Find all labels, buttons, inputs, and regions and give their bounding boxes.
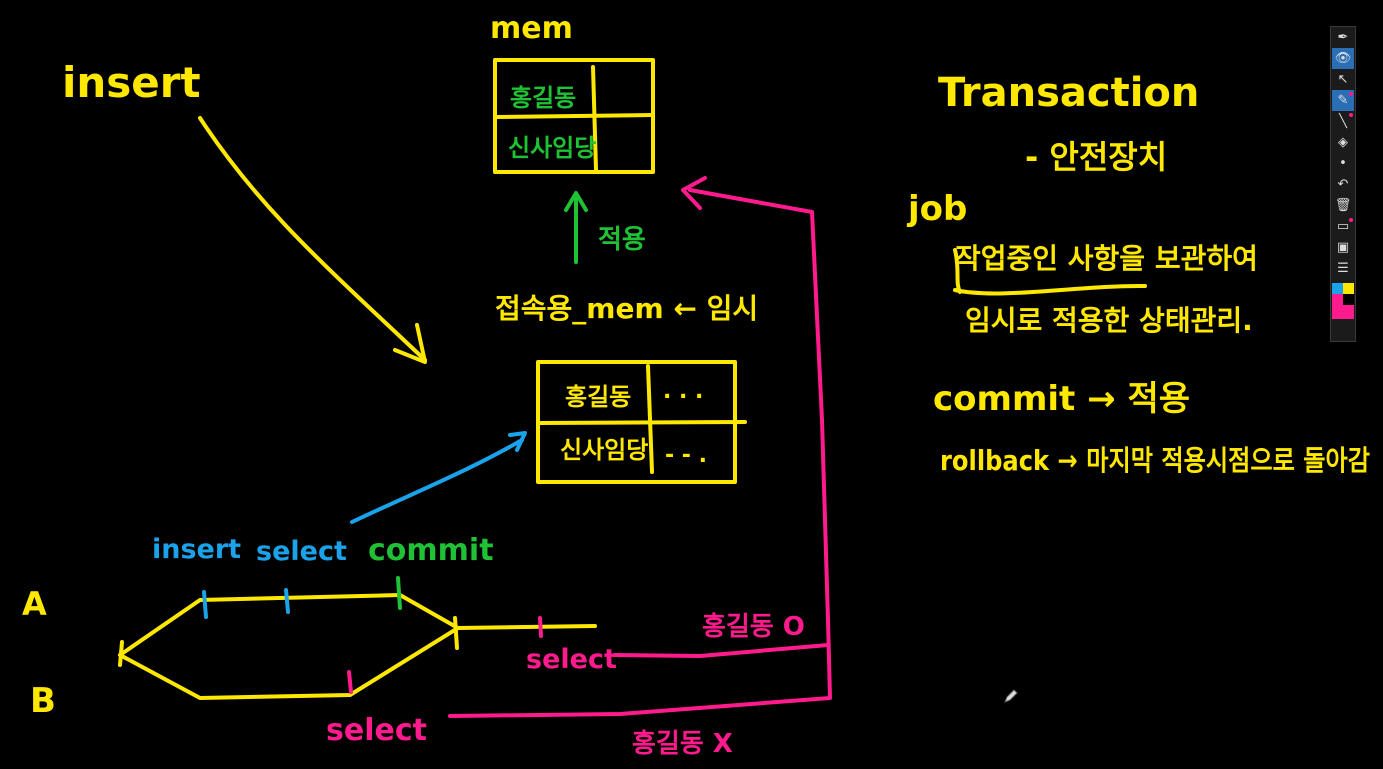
eraser-icon[interactable]: ◈: [1338, 135, 1348, 150]
pen-icon[interactable]: ✒: [1337, 30, 1349, 45]
timeline-select: select: [256, 536, 347, 567]
select-pink-bottom: select: [326, 713, 427, 748]
table2-row1: 홍길동: [565, 383, 631, 411]
merge-tick: [453, 616, 459, 650]
indicator-dot: [1349, 113, 1353, 117]
timeline-a: [118, 593, 597, 657]
indicator-dot: [1349, 92, 1353, 96]
line-icon[interactable]: ╲: [1332, 111, 1354, 132]
dot-icon[interactable]: •: [1339, 156, 1347, 171]
rollback-rule: rollback → 마지막 적용시점으로 돌아감: [940, 444, 1370, 477]
board-icon[interactable]: ▭: [1332, 216, 1354, 237]
camera-icon[interactable]: ▣: [1336, 240, 1350, 255]
insert-arrow: [198, 116, 427, 362]
indicator-dot: [1349, 218, 1353, 222]
pointer-icon[interactable]: ↖: [1337, 72, 1349, 87]
label-b: B: [30, 681, 56, 721]
pen-cursor-icon: [1004, 689, 1018, 703]
select-b-tick: [347, 670, 353, 694]
temp-label: 접속용_mem ← 임시: [495, 292, 758, 325]
mem-table-hline: [495, 113, 655, 119]
insert-label: insert: [62, 58, 201, 107]
table2-row1-val: . . .: [663, 379, 703, 404]
commit-rule: commit → 적용: [933, 379, 1190, 419]
hong-o-label: 홍길동 O: [702, 612, 805, 642]
insert-arrowhead: [393, 323, 427, 364]
highlighter-icon[interactable]: ✎: [1332, 90, 1354, 111]
timeline-start-mark: [118, 640, 124, 667]
timeline-commit: commit: [368, 533, 494, 568]
drawing-toolbar: ✒ 👁 ↖ ✎╲ ◈ • ↶ 🗑 ▭ ▣ ☰: [1330, 26, 1356, 342]
color-swatch[interactable]: [1332, 305, 1354, 319]
note-curl: [953, 248, 962, 294]
timeline-insert: insert: [152, 534, 241, 565]
temp-table-hline: [538, 420, 747, 425]
note-line1: 작업중인 사항을 보관하여: [955, 242, 1258, 275]
commit-tick: [396, 576, 402, 610]
mem-label: mem: [490, 11, 573, 46]
select-tick: [284, 588, 290, 614]
transaction-title: Transaction: [938, 70, 1199, 116]
pink-line-a: [613, 643, 830, 658]
color-swatches: [1332, 283, 1354, 319]
table1-row1: 홍길동: [510, 84, 576, 112]
select-arrowhead: [508, 431, 527, 452]
mem-table-vline: [591, 65, 598, 172]
apply-arrowhead: [564, 191, 588, 212]
note-line2: 임시로 적용한 상태관리.: [965, 304, 1253, 337]
clipboard-icon[interactable]: ☰: [1337, 261, 1349, 276]
table1-row2: 신사임당: [508, 134, 596, 162]
select-a-tick: [538, 616, 543, 638]
undo-icon[interactable]: ↶: [1337, 177, 1349, 192]
pink-line-b: [448, 188, 832, 718]
eye-icon[interactable]: 👁: [1332, 48, 1354, 69]
color-swatch[interactable]: [1343, 283, 1354, 294]
pink-arrowhead: [681, 176, 707, 210]
label-a: A: [22, 585, 47, 623]
temp-table-vline: [646, 364, 654, 474]
hong-x-label: 홍길동 X: [632, 729, 733, 759]
safety-label: - 안전장치: [1025, 138, 1167, 176]
apply-label: 적용: [598, 225, 646, 255]
note-underline: [953, 283, 1147, 296]
trash-icon[interactable]: 🗑: [1334, 198, 1352, 213]
select-pink-top: select: [526, 644, 617, 675]
job-label: job: [906, 189, 967, 229]
timeline-b: [118, 626, 460, 700]
table2-row2-val: - - .: [665, 443, 707, 468]
color-swatch[interactable]: [1332, 283, 1343, 294]
insert-tick: [202, 590, 208, 619]
select-arrow: [350, 438, 524, 524]
color-swatch[interactable]: [1343, 294, 1354, 305]
color-swatch[interactable]: [1332, 294, 1343, 305]
table2-row2: 신사임당: [560, 436, 648, 464]
